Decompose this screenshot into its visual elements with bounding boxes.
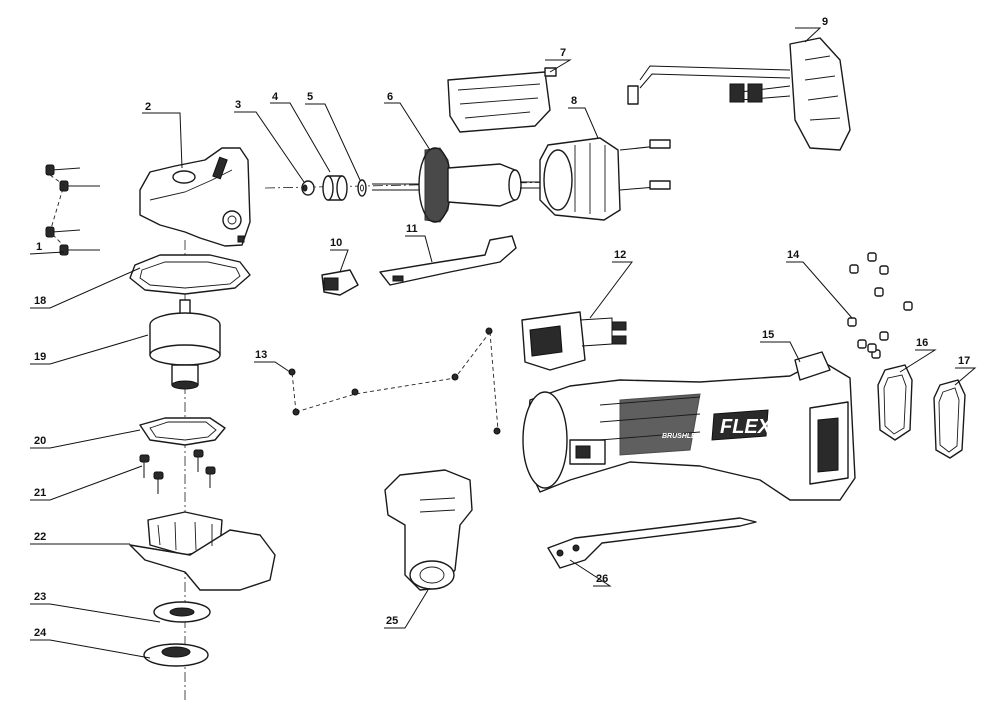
part-26-spanner-wrench <box>547 517 757 569</box>
callout-25: 25 <box>386 615 398 627</box>
part-5-washer <box>357 179 367 197</box>
callout-22: 22 <box>34 531 46 543</box>
callout-23: 23 <box>34 591 46 603</box>
callout-18: 18 <box>34 295 46 307</box>
part-12-switch-assembly <box>521 311 627 371</box>
callout-11: 11 <box>406 223 418 235</box>
flex-logo-text: FLEX <box>720 416 773 438</box>
callout-2: 2 <box>145 101 151 113</box>
callout-labels: 1 2 3 4 5 6 7 8 9 10 11 12 13 14 15 16 1… <box>34 16 970 639</box>
part-14-plugs <box>847 252 913 359</box>
callout-8: 8 <box>571 95 577 107</box>
callout-20: 20 <box>34 435 46 447</box>
callout-1: 1 <box>36 241 42 253</box>
part-2-gear-housing <box>139 147 251 247</box>
part-17-gasket <box>933 379 966 459</box>
part-18-gasket-ring <box>129 254 251 295</box>
part-6-armature <box>372 147 540 223</box>
callout-5: 5 <box>307 91 313 103</box>
callout-26: 26 <box>596 573 608 585</box>
part-21-screws <box>139 449 216 494</box>
part-22-wheel-guard <box>129 511 276 591</box>
callout-14: 14 <box>787 249 800 261</box>
brushless-label: BRUSHLESS <box>662 433 706 440</box>
callout-16: 16 <box>916 337 928 349</box>
part-7-bracket <box>447 67 557 133</box>
part-11-switch-lever <box>379 235 517 286</box>
callout-10: 10 <box>330 237 342 249</box>
leader-lines <box>29 27 977 659</box>
flex-logo-badge: FLEX <box>711 409 773 441</box>
part-9-control-module <box>627 37 851 151</box>
part-23-inner-flange <box>153 601 211 623</box>
callout-24: 24 <box>34 627 47 639</box>
part-8-stator <box>539 137 671 221</box>
callout-15: 15 <box>762 329 774 341</box>
callout-7: 7 <box>560 47 566 59</box>
part-25-side-handle <box>384 469 473 591</box>
part-24-outer-flange <box>143 643 209 667</box>
part-10-switch <box>321 269 359 296</box>
callout-21: 21 <box>34 487 46 499</box>
part-16-gasket <box>877 364 913 441</box>
callout-12: 12 <box>614 249 626 261</box>
part-13-screws <box>288 327 501 435</box>
part-1-screws <box>45 164 100 256</box>
part-20-gasket <box>139 417 226 446</box>
part-4-bushing <box>322 175 348 201</box>
part-3-bearing <box>301 180 315 196</box>
callout-4: 4 <box>272 91 279 103</box>
part-19-gear-flange <box>149 299 221 390</box>
callout-6: 6 <box>387 91 393 103</box>
callout-9: 9 <box>822 16 828 28</box>
callout-13: 13 <box>255 349 267 361</box>
callout-3: 3 <box>235 99 241 111</box>
part-15-motor-housing: FLEX BRUSHLESS <box>522 351 856 501</box>
callout-19: 19 <box>34 351 46 363</box>
callout-17: 17 <box>958 355 970 367</box>
